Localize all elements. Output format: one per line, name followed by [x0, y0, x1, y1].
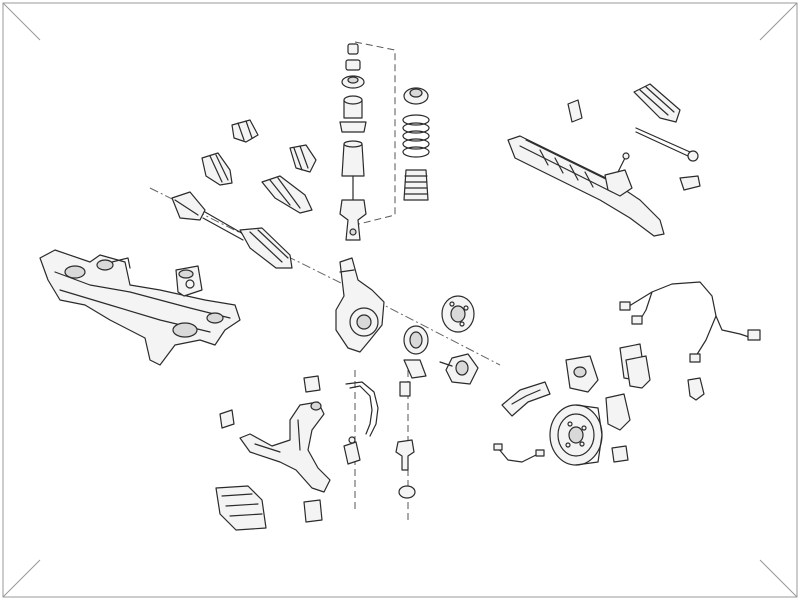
heat-shield-icon — [215, 485, 267, 531]
abs-sensor-icon — [687, 377, 705, 401]
wheel-hub-icon — [439, 295, 479, 385]
tie-rod-icon — [567, 83, 701, 191]
strut-mount-icon — [339, 43, 367, 133]
frame-corner-tl — [2, 2, 41, 41]
shock-absorber-icon — [339, 140, 367, 241]
abs-wiring-icon — [619, 281, 761, 363]
control-arm-icon — [239, 401, 331, 493]
splash-shield-icon — [501, 381, 551, 417]
engine-mount-icon — [175, 265, 203, 297]
stabilizer-link-icon — [345, 359, 427, 437]
hub-bushing-icon — [611, 445, 629, 463]
brake-hose-icon — [493, 443, 545, 463]
steering-knuckle-icon — [335, 257, 385, 353]
cv-boot-kit-icon — [201, 119, 317, 214]
drive-shaft-icon — [171, 191, 293, 269]
brake-disc-icon — [549, 404, 603, 466]
bushing-icon — [219, 375, 416, 523]
frame-corner-tr — [759, 2, 798, 41]
frame-corner-bl — [2, 559, 41, 598]
brake-caliper-icon — [565, 355, 631, 431]
brake-pads-icon — [619, 343, 651, 389]
ball-joint-icon — [343, 436, 415, 471]
wheel-bearing-icon — [403, 325, 429, 355]
frame-corner-br — [759, 559, 798, 598]
coil-spring-icon — [402, 87, 430, 201]
alignment-lines — [149, 41, 501, 520]
subframe-icon — [39, 249, 241, 366]
steering-rack-icon — [507, 135, 665, 237]
